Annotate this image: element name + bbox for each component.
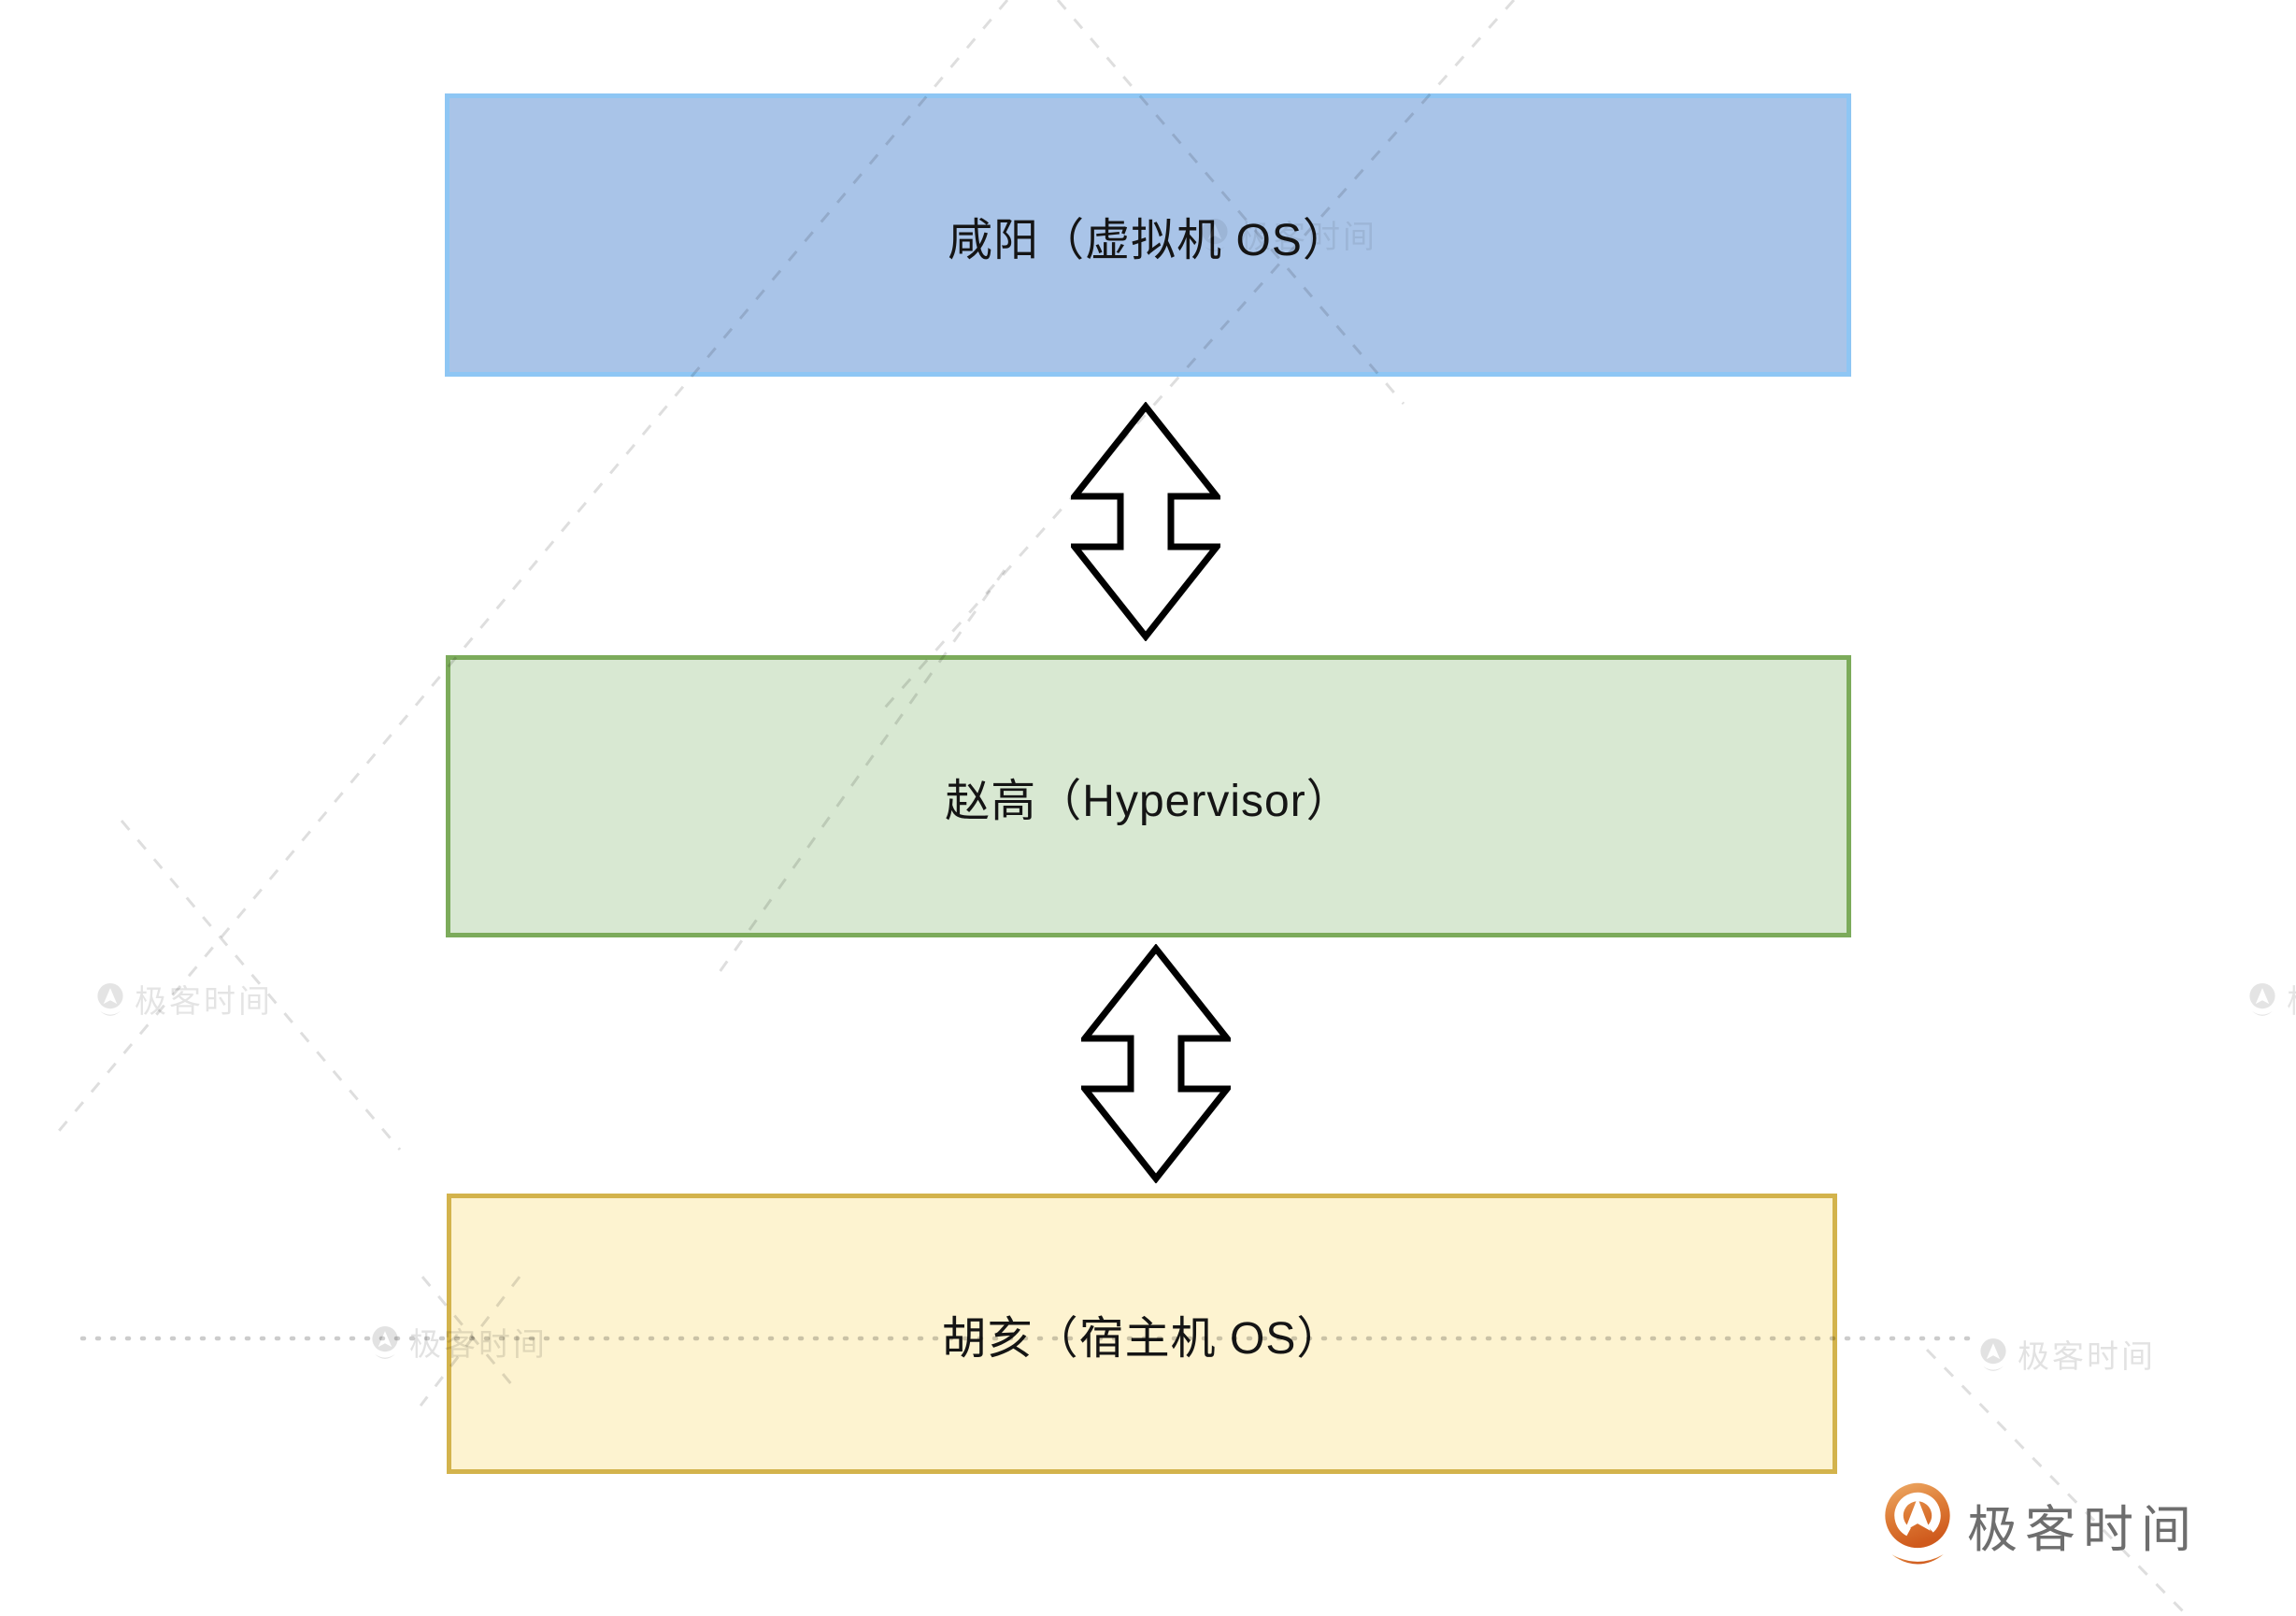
geektime-logo-text: 极客时间	[1967, 1501, 2199, 1558]
double-headed-arrow-top	[1071, 402, 1220, 641]
geektime-watermark-icon	[372, 1325, 398, 1359]
geektime-watermark-icon	[2249, 982, 2275, 1016]
watermark-text: 极客时间	[2018, 1339, 2156, 1375]
layer-box-vm-os: 咸阳（虚拟机 OS）	[445, 93, 1851, 377]
watermark-stamp: 极客时间	[2246, 976, 2296, 1022]
double-headed-arrow-bottom	[1081, 944, 1231, 1183]
layer-label-host-os: 胡亥（宿主机 OS）	[941, 1314, 1343, 1364]
layer-label-vm-os: 咸阳（虚拟机 OS）	[948, 215, 1348, 265]
watermark-text: 极客时间	[2287, 976, 2296, 1022]
layer-box-hypervisor: 赵高（Hypervisor）	[446, 655, 1851, 937]
watermark-stamp: 极客时间	[94, 976, 273, 1022]
layer-box-host-os: 胡亥（宿主机 OS）	[447, 1194, 1837, 1474]
layer-label-hypervisor: 赵高（Hypervisor）	[945, 777, 1352, 826]
wm-dash-line	[120, 820, 402, 1151]
geektime-watermark-icon	[97, 982, 123, 1016]
watermark-text: 极客时间	[135, 984, 273, 1020]
watermark-stamp: 极客时间	[1977, 1331, 2156, 1377]
geektime-logo: 极客时间	[1881, 1481, 2199, 1567]
geektime-watermark-icon	[1980, 1337, 2006, 1371]
geektime-logo-icon	[1885, 1482, 1950, 1565]
